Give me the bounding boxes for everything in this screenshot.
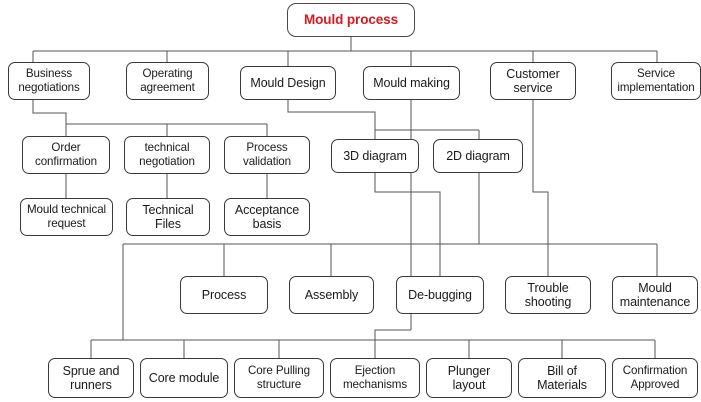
node-mould-tech-req[interactable]: Mould technical request bbox=[20, 198, 113, 236]
node-tech-files[interactable]: Technical Files bbox=[126, 198, 210, 236]
node-debugging[interactable]: De-bugging bbox=[396, 276, 484, 314]
node-sprue[interactable]: Sprue and runners bbox=[48, 358, 134, 398]
edge-mould-design-jog bbox=[287, 100, 376, 130]
node-customer[interactable]: Customer service bbox=[490, 62, 576, 100]
edge-3d-to-debugging bbox=[374, 173, 441, 276]
node-tech-neg[interactable]: technical negotiation bbox=[124, 136, 210, 174]
node-confirmation[interactable]: Confirmation Approved bbox=[612, 358, 698, 398]
node-diagram-2d[interactable]: 2D diagram bbox=[433, 139, 523, 173]
node-assembly[interactable]: Assembly bbox=[289, 276, 374, 314]
edge-business-to-order bbox=[32, 100, 67, 124]
node-mould-maint[interactable]: Mould maintenance bbox=[612, 276, 698, 314]
node-core-module[interactable]: Core module bbox=[140, 358, 228, 398]
edge-customer-to-trouble bbox=[532, 100, 549, 276]
node-process[interactable]: Process bbox=[180, 276, 268, 314]
node-bill-materials[interactable]: Bill of Materials bbox=[518, 358, 606, 398]
node-trouble[interactable]: Trouble shooting bbox=[505, 276, 591, 314]
node-diagram-3d[interactable]: 3D diagram bbox=[331, 139, 419, 173]
node-mould-making[interactable]: Mould making bbox=[363, 66, 460, 100]
node-business[interactable]: Business negotiations bbox=[8, 62, 90, 100]
node-operating[interactable]: Operating agreement bbox=[126, 62, 209, 100]
node-service-impl[interactable]: Service implementation bbox=[611, 62, 701, 100]
node-mould-design[interactable]: Mould Design bbox=[240, 66, 336, 100]
node-proc-valid[interactable]: Process validation bbox=[224, 136, 310, 174]
node-core-pulling[interactable]: Core Pulling structure bbox=[234, 358, 324, 398]
node-plunger[interactable]: Plunger layout bbox=[426, 358, 512, 398]
node-order-conf[interactable]: Order confirmation bbox=[22, 136, 110, 174]
node-accept-basis[interactable]: Acceptance basis bbox=[224, 198, 310, 236]
edge-trunk-to-bottom-bus bbox=[374, 329, 411, 340]
node-ejection[interactable]: Ejection mechanisms bbox=[330, 358, 420, 398]
node-root[interactable]: Mould process bbox=[287, 3, 415, 37]
